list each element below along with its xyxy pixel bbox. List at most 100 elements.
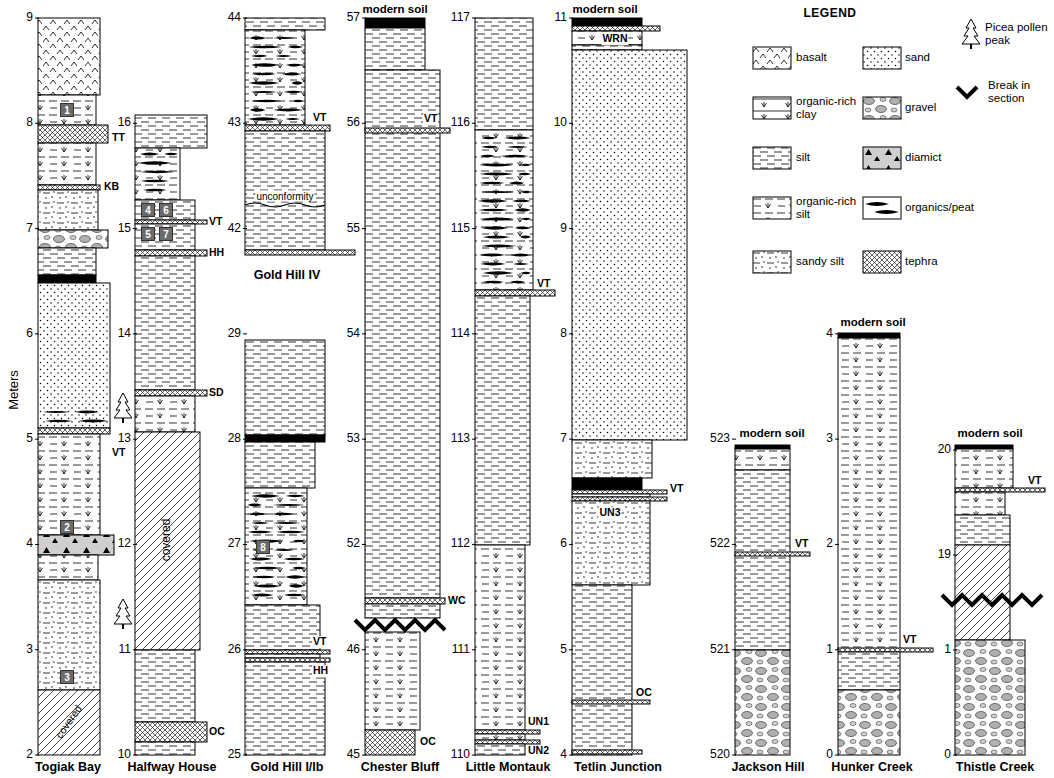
scale-number: 29 <box>228 327 241 340</box>
scale-number: 6 <box>26 327 33 340</box>
scale-number: 5 <box>26 433 33 446</box>
tephra-label: TT <box>112 132 125 144</box>
tick-mark <box>243 755 247 756</box>
legend-text: silt <box>796 151 810 164</box>
picea-symbol <box>114 599 132 624</box>
scale-number: 2 <box>26 748 33 761</box>
scale-number: 11 <box>555 11 567 24</box>
sediment-layer <box>135 396 195 432</box>
tick-mark <box>835 333 839 334</box>
tick-mark <box>35 18 39 19</box>
peat-lens <box>521 191 531 194</box>
tick-mark <box>362 333 366 334</box>
tick-mark <box>35 544 39 545</box>
sediment-layer <box>475 18 533 130</box>
legend-swatch <box>960 17 982 51</box>
peat-lens <box>252 576 275 579</box>
peat-lens <box>479 254 505 257</box>
legend-swatch <box>752 250 792 274</box>
tick-mark <box>569 333 573 334</box>
swatch-fill <box>753 97 791 119</box>
sediment-layer <box>38 248 96 275</box>
tephra-label: WC <box>448 595 466 607</box>
scale-number: 520 <box>710 748 730 761</box>
peat-lens <box>284 594 305 597</box>
scale-number: 12 <box>118 538 131 551</box>
sediment-layer <box>245 250 355 255</box>
peat-lens <box>479 217 514 220</box>
peat-lens <box>250 108 266 111</box>
legend-swatch <box>862 250 902 274</box>
peat-lens <box>286 64 303 67</box>
legend-text: diamict <box>905 151 941 164</box>
scale-number: 7 <box>26 222 33 235</box>
peat-lens <box>292 567 305 570</box>
sediment-layer <box>365 730 415 755</box>
peat-lens <box>291 81 303 84</box>
sediment-layer <box>572 750 642 754</box>
legend-swatch <box>752 46 792 70</box>
peat-lens <box>164 153 178 156</box>
callout-number: 2 <box>64 522 70 533</box>
peat-lens <box>481 146 499 148</box>
callout-number: 1 <box>64 105 70 116</box>
sediment-layer <box>38 190 98 230</box>
tick-mark <box>472 439 476 440</box>
peat-lens <box>286 495 305 497</box>
sediment-layer <box>365 28 425 70</box>
sediment-layer <box>838 333 900 338</box>
sediment-layer <box>572 585 632 755</box>
soil-label: modern soil <box>739 427 804 440</box>
swatch-fill <box>753 147 791 169</box>
scale-number: 6 <box>560 538 567 551</box>
scale-number: 14 <box>118 327 131 340</box>
tick-mark <box>243 544 247 545</box>
peat-lens <box>251 91 277 93</box>
peat-lens <box>293 100 303 103</box>
tick-mark <box>472 333 476 334</box>
peat-lens <box>478 209 508 212</box>
picea-symbol <box>962 19 980 44</box>
swatch-fill <box>753 197 791 219</box>
legend-heading: LEGEND <box>803 7 856 20</box>
scale-number: 42 <box>228 222 241 235</box>
tick-mark <box>569 544 573 545</box>
tephra-label: OC <box>420 736 436 748</box>
sample-number-box: 2 <box>60 520 74 534</box>
sample-number-box: 4 <box>141 203 155 217</box>
tick-mark <box>835 439 839 440</box>
scale-number: 4 <box>826 327 833 340</box>
peat-lens <box>480 173 514 176</box>
scale-number: 115 <box>451 222 470 235</box>
peat-lens <box>293 540 305 543</box>
scale-number: 20 <box>938 443 951 456</box>
legend-text: organics/peat <box>905 201 974 214</box>
tick-mark <box>133 755 137 756</box>
sediment-layer <box>838 648 933 652</box>
sediment-layer <box>572 26 660 31</box>
sediment-layer <box>475 545 525 730</box>
sediment-layer <box>245 654 320 658</box>
scale-number: 46 <box>347 643 360 656</box>
tick-mark <box>133 439 137 440</box>
scale-number: 19 <box>938 548 951 561</box>
legend-swatch <box>862 196 902 220</box>
peat-lens <box>521 272 531 275</box>
legend-text: sandy silt <box>796 255 844 268</box>
tephra-label: VT <box>903 634 916 646</box>
tick-mark <box>569 18 573 19</box>
soil-label: modern soil <box>572 3 637 16</box>
scale-number: 521 <box>710 643 730 656</box>
site-name: Thistle Creek <box>956 761 1035 775</box>
sediment-layer <box>38 18 100 95</box>
peat-lens <box>514 208 531 211</box>
tick-mark <box>472 649 476 650</box>
scale-number: 2 <box>826 538 833 551</box>
peat-lens <box>518 173 531 176</box>
tephra-label: VT <box>795 538 808 550</box>
sediment-layer <box>572 700 650 704</box>
tephra-label: UN1 <box>528 716 549 728</box>
legend-text: gravel <box>905 101 936 114</box>
peat-lens <box>481 245 516 248</box>
